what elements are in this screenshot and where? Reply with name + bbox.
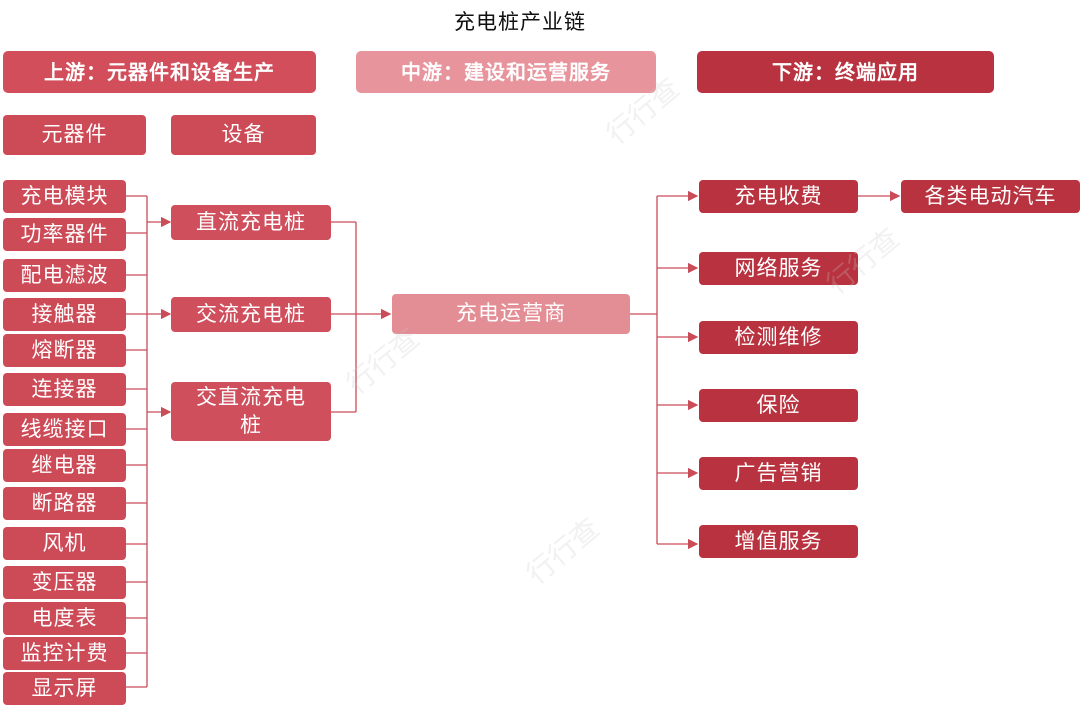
service-maintenance: 检测维修 — [699, 321, 858, 354]
component-item: 电度表 — [3, 602, 126, 635]
end-use-ev: 各类电动汽车 — [901, 180, 1080, 213]
group-equipment: 设备 — [171, 115, 316, 155]
dc-charging-pile: 直流充电桩 — [171, 205, 331, 240]
component-item: 监控计费 — [3, 637, 126, 670]
downstream-header: 下游：终端应用 — [697, 51, 994, 93]
service-value-added: 增值服务 — [699, 525, 858, 558]
midstream-header: 中游：建设和运营服务 — [356, 51, 656, 93]
service-advertising: 广告营销 — [699, 457, 858, 490]
service-insurance: 保险 — [699, 389, 858, 422]
service-network: 网络服务 — [699, 252, 858, 285]
component-item: 功率器件 — [3, 218, 126, 251]
component-item: 变压器 — [3, 566, 126, 599]
diagram-title: 充电桩产业链 — [454, 10, 586, 34]
component-item: 配电滤波 — [3, 259, 126, 292]
charging-operator: 充电运营商 — [392, 294, 630, 334]
component-item: 接触器 — [3, 298, 126, 331]
service-charging-fee: 充电收费 — [699, 180, 858, 213]
group-components: 元器件 — [3, 115, 146, 155]
acdc-charging-pile: 交直流充电桩 — [171, 382, 331, 441]
component-item: 继电器 — [3, 449, 126, 482]
upstream-header: 上游：元器件和设备生产 — [3, 51, 316, 93]
ac-charging-pile: 交流充电桩 — [171, 297, 331, 332]
component-item: 线缆接口 — [3, 413, 126, 446]
component-item: 连接器 — [3, 373, 126, 406]
component-item: 充电模块 — [3, 180, 126, 213]
component-item: 断路器 — [3, 487, 126, 520]
component-item: 熔断器 — [3, 334, 126, 367]
component-item: 风机 — [3, 527, 126, 560]
component-item: 显示屏 — [3, 672, 126, 705]
